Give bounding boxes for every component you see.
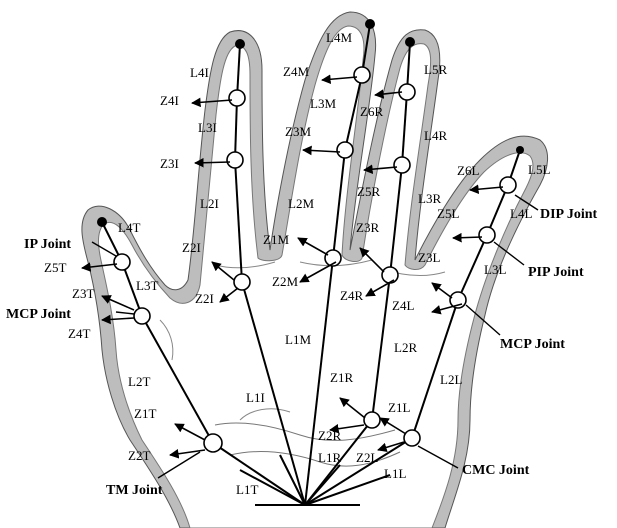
joint-thumb-mcp	[134, 308, 150, 324]
tip-thumb	[97, 217, 107, 227]
callout-cmc-joint: CMC Joint	[462, 463, 530, 478]
label-z5l: Z5L	[437, 206, 459, 221]
tip-middle	[365, 19, 375, 29]
label-z3t: Z3T	[72, 286, 94, 301]
label-z4t: Z4T	[68, 326, 90, 341]
label-l1m: L1M	[285, 332, 311, 347]
joint-thumb-tm	[204, 434, 222, 452]
label-l1i: L1I	[246, 390, 265, 405]
label-l3i: L3I	[198, 120, 217, 135]
label-z3r: Z3R	[356, 220, 379, 235]
label-l3m: L3M	[310, 96, 336, 111]
label-l3r: L3R	[418, 191, 441, 206]
label-z4r: Z4R	[340, 288, 363, 303]
label-l5l: L5L	[528, 162, 550, 177]
label-z6l: Z6L	[457, 163, 479, 178]
label-z5t: Z5T	[44, 260, 66, 275]
label-z5r: Z5R	[357, 184, 380, 199]
label-l4m: L4M	[326, 30, 352, 45]
label-l1t: L1T	[236, 482, 258, 497]
label-l3l: L3L	[484, 262, 506, 277]
joint-ring-pip	[394, 157, 410, 173]
label-l4t: L4T	[118, 220, 140, 235]
label-z1m: Z1M	[263, 232, 289, 247]
label-l5r: L5R	[424, 62, 447, 77]
label-z2i-upper: Z2I	[182, 240, 201, 255]
label-z1r: Z1R	[330, 370, 353, 385]
label-z3m: Z3M	[285, 124, 311, 139]
label-z2m: Z2M	[272, 274, 298, 289]
label-z4i: Z4I	[160, 93, 179, 108]
label-l2i: L2I	[200, 196, 219, 211]
tip-index	[235, 39, 245, 49]
label-l2r: L2R	[394, 340, 417, 355]
label-z2i-lower: Z2I	[195, 291, 214, 306]
joint-index-pip	[227, 152, 243, 168]
label-z4m: Z4M	[283, 64, 309, 79]
joint-index-dip	[229, 90, 245, 106]
joint-ring-mcp	[382, 267, 398, 283]
callout-ip-joint: IP Joint	[24, 237, 71, 252]
label-l4i: L4I	[190, 65, 209, 80]
callout-mcp-joint-left: MCP Joint	[6, 307, 71, 322]
joint-little-cmc	[404, 430, 420, 446]
label-z2r: Z2R	[318, 428, 341, 443]
label-l1l: L1L	[384, 466, 406, 481]
callout-tm-joint: TM Joint	[106, 483, 163, 498]
label-l4l: L4L	[510, 206, 532, 221]
joint-little-pip	[479, 227, 495, 243]
joint-ring-cmc	[364, 412, 380, 428]
label-z6r: Z6R	[360, 104, 383, 119]
label-l2m: L2M	[288, 196, 314, 211]
joint-index-mcp	[234, 274, 250, 290]
joint-middle-dip	[354, 67, 370, 83]
joint-thumb-ip	[114, 254, 130, 270]
arrow-z5l	[453, 237, 482, 238]
label-z2t: Z2T	[128, 448, 150, 463]
label-z1t: Z1T	[134, 406, 156, 421]
label-z2l: Z2L	[356, 450, 378, 465]
joint-little-dip	[500, 177, 516, 193]
label-l2l: L2L	[440, 372, 462, 387]
joint-middle-pip	[337, 142, 353, 158]
label-l1r: L1R	[318, 450, 341, 465]
label-z3i: Z3I	[160, 156, 179, 171]
callout-mcp-joint-right: MCP Joint	[500, 337, 565, 352]
label-z4l: Z4L	[392, 298, 414, 313]
label-l4r: L4R	[424, 128, 447, 143]
label-l2t: L2T	[128, 374, 150, 389]
label-z3l: Z3L	[418, 250, 440, 265]
label-z1l: Z1L	[388, 400, 410, 415]
callout-dip-joint: DIP Joint	[540, 207, 598, 222]
arrow-z3i	[195, 162, 230, 163]
tip-little	[516, 146, 524, 154]
tip-ring	[405, 37, 415, 47]
label-l3t: L3T	[136, 278, 158, 293]
callout-pip-joint: PIP Joint	[528, 265, 584, 280]
hand-silhouette	[82, 12, 548, 528]
